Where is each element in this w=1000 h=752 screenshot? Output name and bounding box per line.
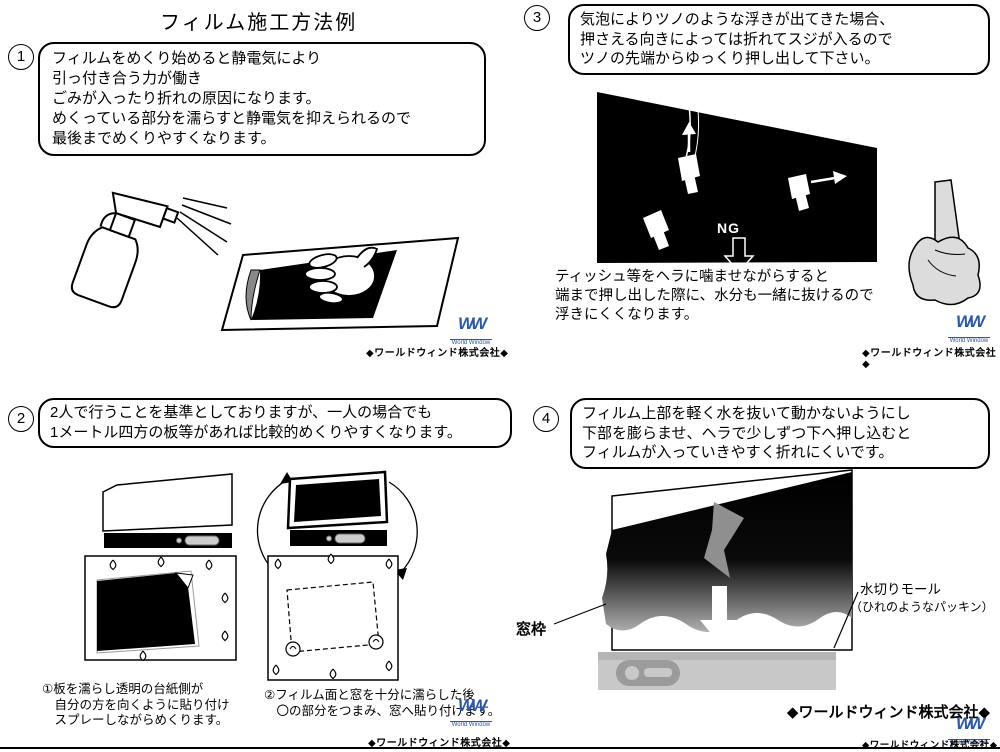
- step-3-instruction-box: 気泡によりツノのような浮きが出てきた場合、 押さえる向きによっては折れてスジが入…: [568, 4, 990, 75]
- world-window-logo: WW World Window: [944, 312, 994, 347]
- world-window-logo-mark: WW: [457, 314, 487, 333]
- step-1-instruction-box: フィルムをめくり始めると静電気により 引っ付き合う力が働き ごみが入ったり折れの…: [38, 42, 486, 156]
- world-window-logo-text: World Window: [449, 721, 493, 728]
- company-name: ◆ワールドウィンド株式会社◆: [368, 738, 511, 749]
- step-2-instruction-box: 2人で行うことを基準としておりますが、一人の場合でも 1メートル四方の板等があれ…: [38, 398, 512, 448]
- world-window-logo-text: World Window: [449, 339, 493, 346]
- step-3-note: ティッシュ等をヘラに噛ませながらすると 端まで押し出した際に、水分も一緒に抜ける…: [555, 269, 874, 323]
- bubble-pushing-illustration: [597, 92, 981, 306]
- step-1-number: 1: [8, 44, 34, 70]
- ng-label: NG: [717, 220, 740, 236]
- step-2-caption-1: ①板を濡らし透明の台紙側が 自分の方を向くように貼り付け スプレーしながらめくり…: [42, 682, 230, 727]
- molding-sub-label: （ひれのようなパッキン）: [850, 600, 994, 614]
- world-window-logo-text: World Window: [947, 337, 991, 344]
- world-window-logo: WW World Window: [446, 314, 496, 349]
- world-window-logo-mark: WW: [457, 696, 487, 715]
- step-4-number: 4: [533, 406, 559, 432]
- company-name: ◆ワールドウィンド株式会社◆: [862, 348, 997, 370]
- world-window-logo: WW World Window: [944, 714, 994, 749]
- step-2-caption-2: ②フィルム面と窓を十分に濡らした後 〇の部分をつまみ、窓へ貼り付けます。: [264, 688, 501, 718]
- world-window-logo-mark: WW: [955, 714, 985, 733]
- company-name: ◆ワールドウィンド株式会社◆: [862, 740, 998, 751]
- step-3-number: 3: [524, 5, 550, 31]
- company-name: ◆ワールドウィンド株式会社◆: [366, 348, 509, 359]
- spray-bottle-film-illustration: [70, 191, 460, 332]
- step-2-number: 2: [8, 406, 34, 432]
- world-window-logo-text: World Window: [947, 739, 991, 746]
- world-window-logo-mark: WW: [955, 312, 985, 331]
- molding-label: 水切りモール: [860, 582, 941, 597]
- page-title: フィルム施工方法例: [160, 12, 358, 34]
- company-name-large: ◆ワールドウィンド株式会社◆: [786, 704, 990, 721]
- bottom-divider: [0, 747, 1000, 749]
- world-window-logo: WW World Window: [446, 696, 496, 731]
- door-panel-illustrations: [84, 470, 418, 681]
- film-insertion-illustration: [553, 469, 859, 690]
- step-4-instruction-box: フィルム上部を軽く水を抜いて動かないようにし 下部を膨らませ、ヘラで少しずつ下へ…: [570, 398, 990, 469]
- window-frame-label: 窓枠: [516, 621, 547, 638]
